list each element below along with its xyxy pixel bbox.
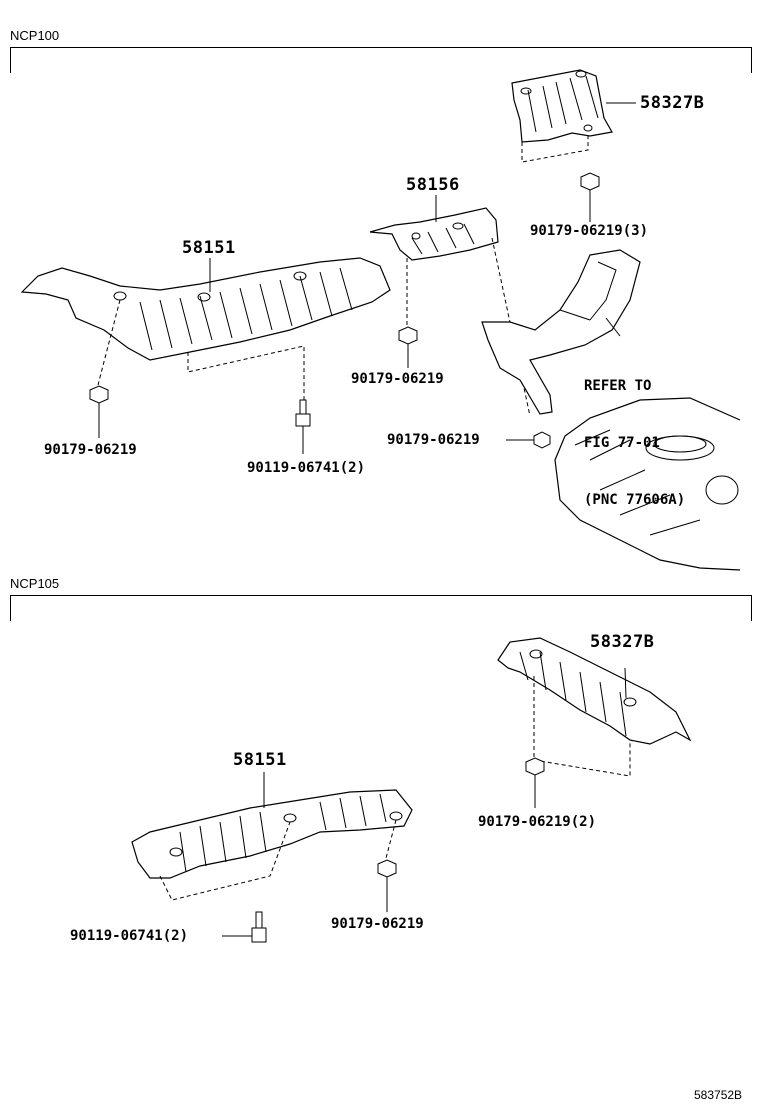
bolt-icon-58151-top <box>295 399 311 454</box>
part-number-bolt-qty2-top[interactable]: 90119-06741(2) <box>247 460 366 476</box>
section-label-ncp105: NCP105 <box>10 576 60 591</box>
part-number-58156[interactable]: 58156 <box>406 175 460 195</box>
leader-58327b-bottom <box>624 667 627 699</box>
refer-line-2: FIG 77-01 <box>584 435 660 451</box>
section-frame-ncp105 <box>10 595 752 621</box>
bolt-icon-58151-bottom <box>222 911 267 943</box>
section-label-ncp100: NCP100 <box>10 28 60 43</box>
nut-icon-58327b-bottom <box>525 757 545 808</box>
refer-line-1: REFER TO <box>584 378 652 394</box>
figure-id: 583752B <box>694 1088 743 1102</box>
section-frame-ncp100 <box>10 47 752 73</box>
fuel-tank-outline <box>554 397 741 571</box>
nut-icon-top-right <box>580 172 600 222</box>
part-number-nut-tank[interactable]: 90179-06219 <box>387 432 480 448</box>
leader-refer-to <box>605 317 621 337</box>
heat-insulator-58327b-top[interactable] <box>511 69 613 143</box>
part-number-58327b-bottom[interactable]: 58327B <box>590 632 655 652</box>
nut-icon-58151-bottom <box>377 859 397 912</box>
part-number-nut-58156[interactable]: 90179-06219 <box>351 371 444 387</box>
nut-icon-58156 <box>398 326 418 368</box>
dashed-guide-58327b-bottom <box>533 676 631 777</box>
part-number-58151-top[interactable]: 58151 <box>182 238 236 258</box>
part-number-nut-90179-06219-qty3[interactable]: 90179-06219(3) <box>530 223 649 239</box>
part-number-58151-bottom[interactable]: 58151 <box>233 750 287 770</box>
dashed-guide-58327b-top <box>521 136 589 163</box>
nut-icon-tank <box>506 431 551 449</box>
heat-insulator-58151-top[interactable] <box>20 257 391 361</box>
heat-insulator-58156[interactable] <box>369 207 499 261</box>
part-number-58327b-top[interactable]: 58327B <box>640 93 705 113</box>
tank-filler-pipe-bracket[interactable] <box>481 249 641 415</box>
dashed-guide-58151-top <box>97 299 305 400</box>
dashed-guide-58151-bottom <box>159 819 397 901</box>
part-number-nut-qty2-bottom[interactable]: 90179-06219(2) <box>478 814 597 830</box>
heat-insulator-58327b-bottom[interactable] <box>497 637 692 745</box>
refer-line-3: (PNC 77606A) <box>584 492 686 508</box>
part-number-nut-bottom[interactable]: 90179-06219 <box>331 916 424 932</box>
part-number-bolt-qty2-bottom[interactable]: 90119-06741(2) <box>70 928 189 944</box>
nut-icon-58151-top <box>89 385 109 438</box>
heat-insulator-58151-bottom[interactable] <box>131 789 413 879</box>
part-number-nut-58151-top[interactable]: 90179-06219 <box>44 442 137 458</box>
refer-note[interactable]: REFER TO FIG 77-01 (PNC 77606A) <box>584 339 685 548</box>
